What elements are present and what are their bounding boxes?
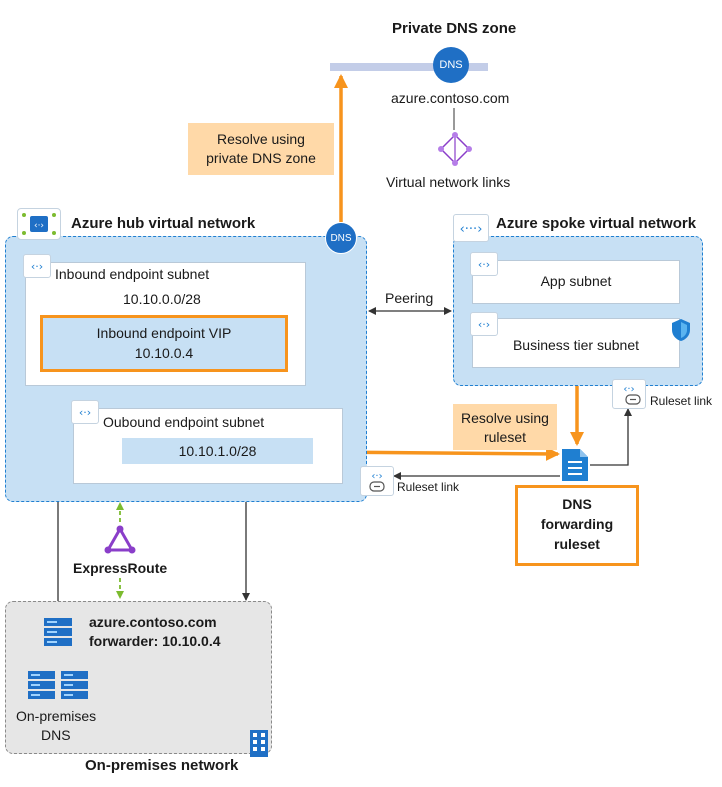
forwarding-ruleset-icon — [562, 449, 588, 481]
ruleset-link-left-icon: ‹·› — [360, 466, 394, 496]
expressroute-label: ExpressRoute — [73, 560, 168, 576]
app-subnet-label: App subnet — [540, 273, 612, 289]
onprem-network-label: On-premises network — [85, 757, 239, 774]
peering-label: Peering — [385, 290, 434, 306]
forwarder-line2: forwarder: 10.10.0.4 — [89, 633, 221, 649]
svg-text:‹·›: ‹·› — [478, 258, 490, 271]
inbound-vip-ip: 10.10.0.4 — [134, 345, 194, 361]
svg-text:‹·›: ‹·› — [371, 471, 382, 482]
ruleset-link-right-label: Ruleset link — [650, 394, 713, 408]
forwarding-ruleset-line3: ruleset — [554, 536, 600, 552]
outbound-subnet-icon: ‹·› — [71, 400, 99, 424]
shield-icon — [672, 319, 690, 341]
ruleset-link-right-icon: ‹·› — [612, 379, 646, 409]
resolve-ruleset-line1: Resolve using — [461, 410, 549, 426]
resolve-ruleset-callout: Resolve using ruleset — [453, 404, 557, 450]
outbound-subnet-cidr: 10.10.1.0/28 — [178, 443, 257, 459]
business-subnet-icon: ‹·› — [470, 312, 498, 336]
hub-vnet-icon: ‹·› — [17, 208, 61, 240]
business-subnet-label: Business tier subnet — [512, 337, 640, 353]
svg-text:‹···›: ‹···› — [460, 222, 483, 237]
forwarder-line1: azure.contoso.com — [89, 614, 217, 630]
dns-zone-badge: DNS — [439, 59, 463, 71]
inbound-endpoint-vip: Inbound endpoint VIP 10.10.0.4 — [40, 315, 288, 372]
inbound-subnet-label: Inbound endpoint subnet — [55, 266, 210, 282]
dns-zone-icon: DNS — [433, 47, 469, 83]
virtual-network-links-icon — [438, 132, 472, 166]
ruleset-link-left-label: Ruleset link — [397, 480, 460, 494]
private-dns-zone-bar — [330, 63, 488, 71]
svg-text:‹·›: ‹·› — [34, 221, 44, 231]
dns-zone-name: azure.contoso.com — [391, 90, 510, 106]
inbound-subnet-icon: ‹·› — [23, 254, 51, 278]
dns-resolver-badge: DNS — [330, 232, 352, 244]
outbound-subnet-range: 10.10.1.0/28 — [122, 438, 313, 464]
resolve-private-line2: private DNS zone — [206, 150, 316, 166]
onprem-network-container — [5, 601, 272, 754]
ruleset-link-right-arrow — [590, 408, 632, 466]
dns-resolver-icon: DNS — [325, 222, 357, 254]
forwarding-ruleset-line1: DNS — [562, 496, 592, 512]
inbound-subnet-cidr: 10.10.0.0/28 — [123, 291, 201, 307]
spoke-vnet-icon: ‹···› — [453, 214, 489, 242]
private-dns-zone-title: Private DNS zone — [392, 20, 517, 37]
onprem-dns-line1: On-premises — [16, 708, 97, 724]
onprem-dns-servers-icon — [28, 671, 88, 699]
expressroute-icon — [104, 525, 136, 554]
outbound-subnet-label: Oubound endpoint subnet — [103, 414, 265, 430]
hub-vnet-title: Azure hub virtual network — [71, 215, 256, 232]
resolve-private-callout: Resolve using private DNS zone — [188, 123, 334, 175]
app-subnet-icon: ‹·› — [470, 252, 498, 276]
spoke-vnet-title: Azure spoke virtual network — [496, 215, 697, 232]
app-subnet: App subnet — [472, 260, 680, 304]
svg-text:‹·›: ‹·› — [79, 406, 91, 419]
resolve-ruleset-line2: ruleset — [483, 429, 527, 445]
svg-text:‹·›: ‹·› — [478, 318, 490, 331]
inbound-vip-label: Inbound endpoint VIP — [96, 325, 232, 341]
svg-text:‹·›: ‹·› — [623, 384, 634, 395]
onprem-dns-line2: DNS — [41, 727, 71, 743]
resolve-private-line1: Resolve using — [217, 131, 305, 147]
svg-text:‹·›: ‹·› — [31, 260, 43, 273]
forwarding-ruleset-line2: forwarding — [540, 516, 614, 532]
forwarder-server-icon — [44, 618, 72, 646]
dns-forwarding-ruleset-box: DNS forwarding ruleset — [515, 485, 639, 566]
virtual-network-links-label: Virtual network links — [386, 174, 511, 190]
building-icon — [250, 730, 268, 757]
business-tier-subnet: Business tier subnet — [472, 318, 680, 368]
